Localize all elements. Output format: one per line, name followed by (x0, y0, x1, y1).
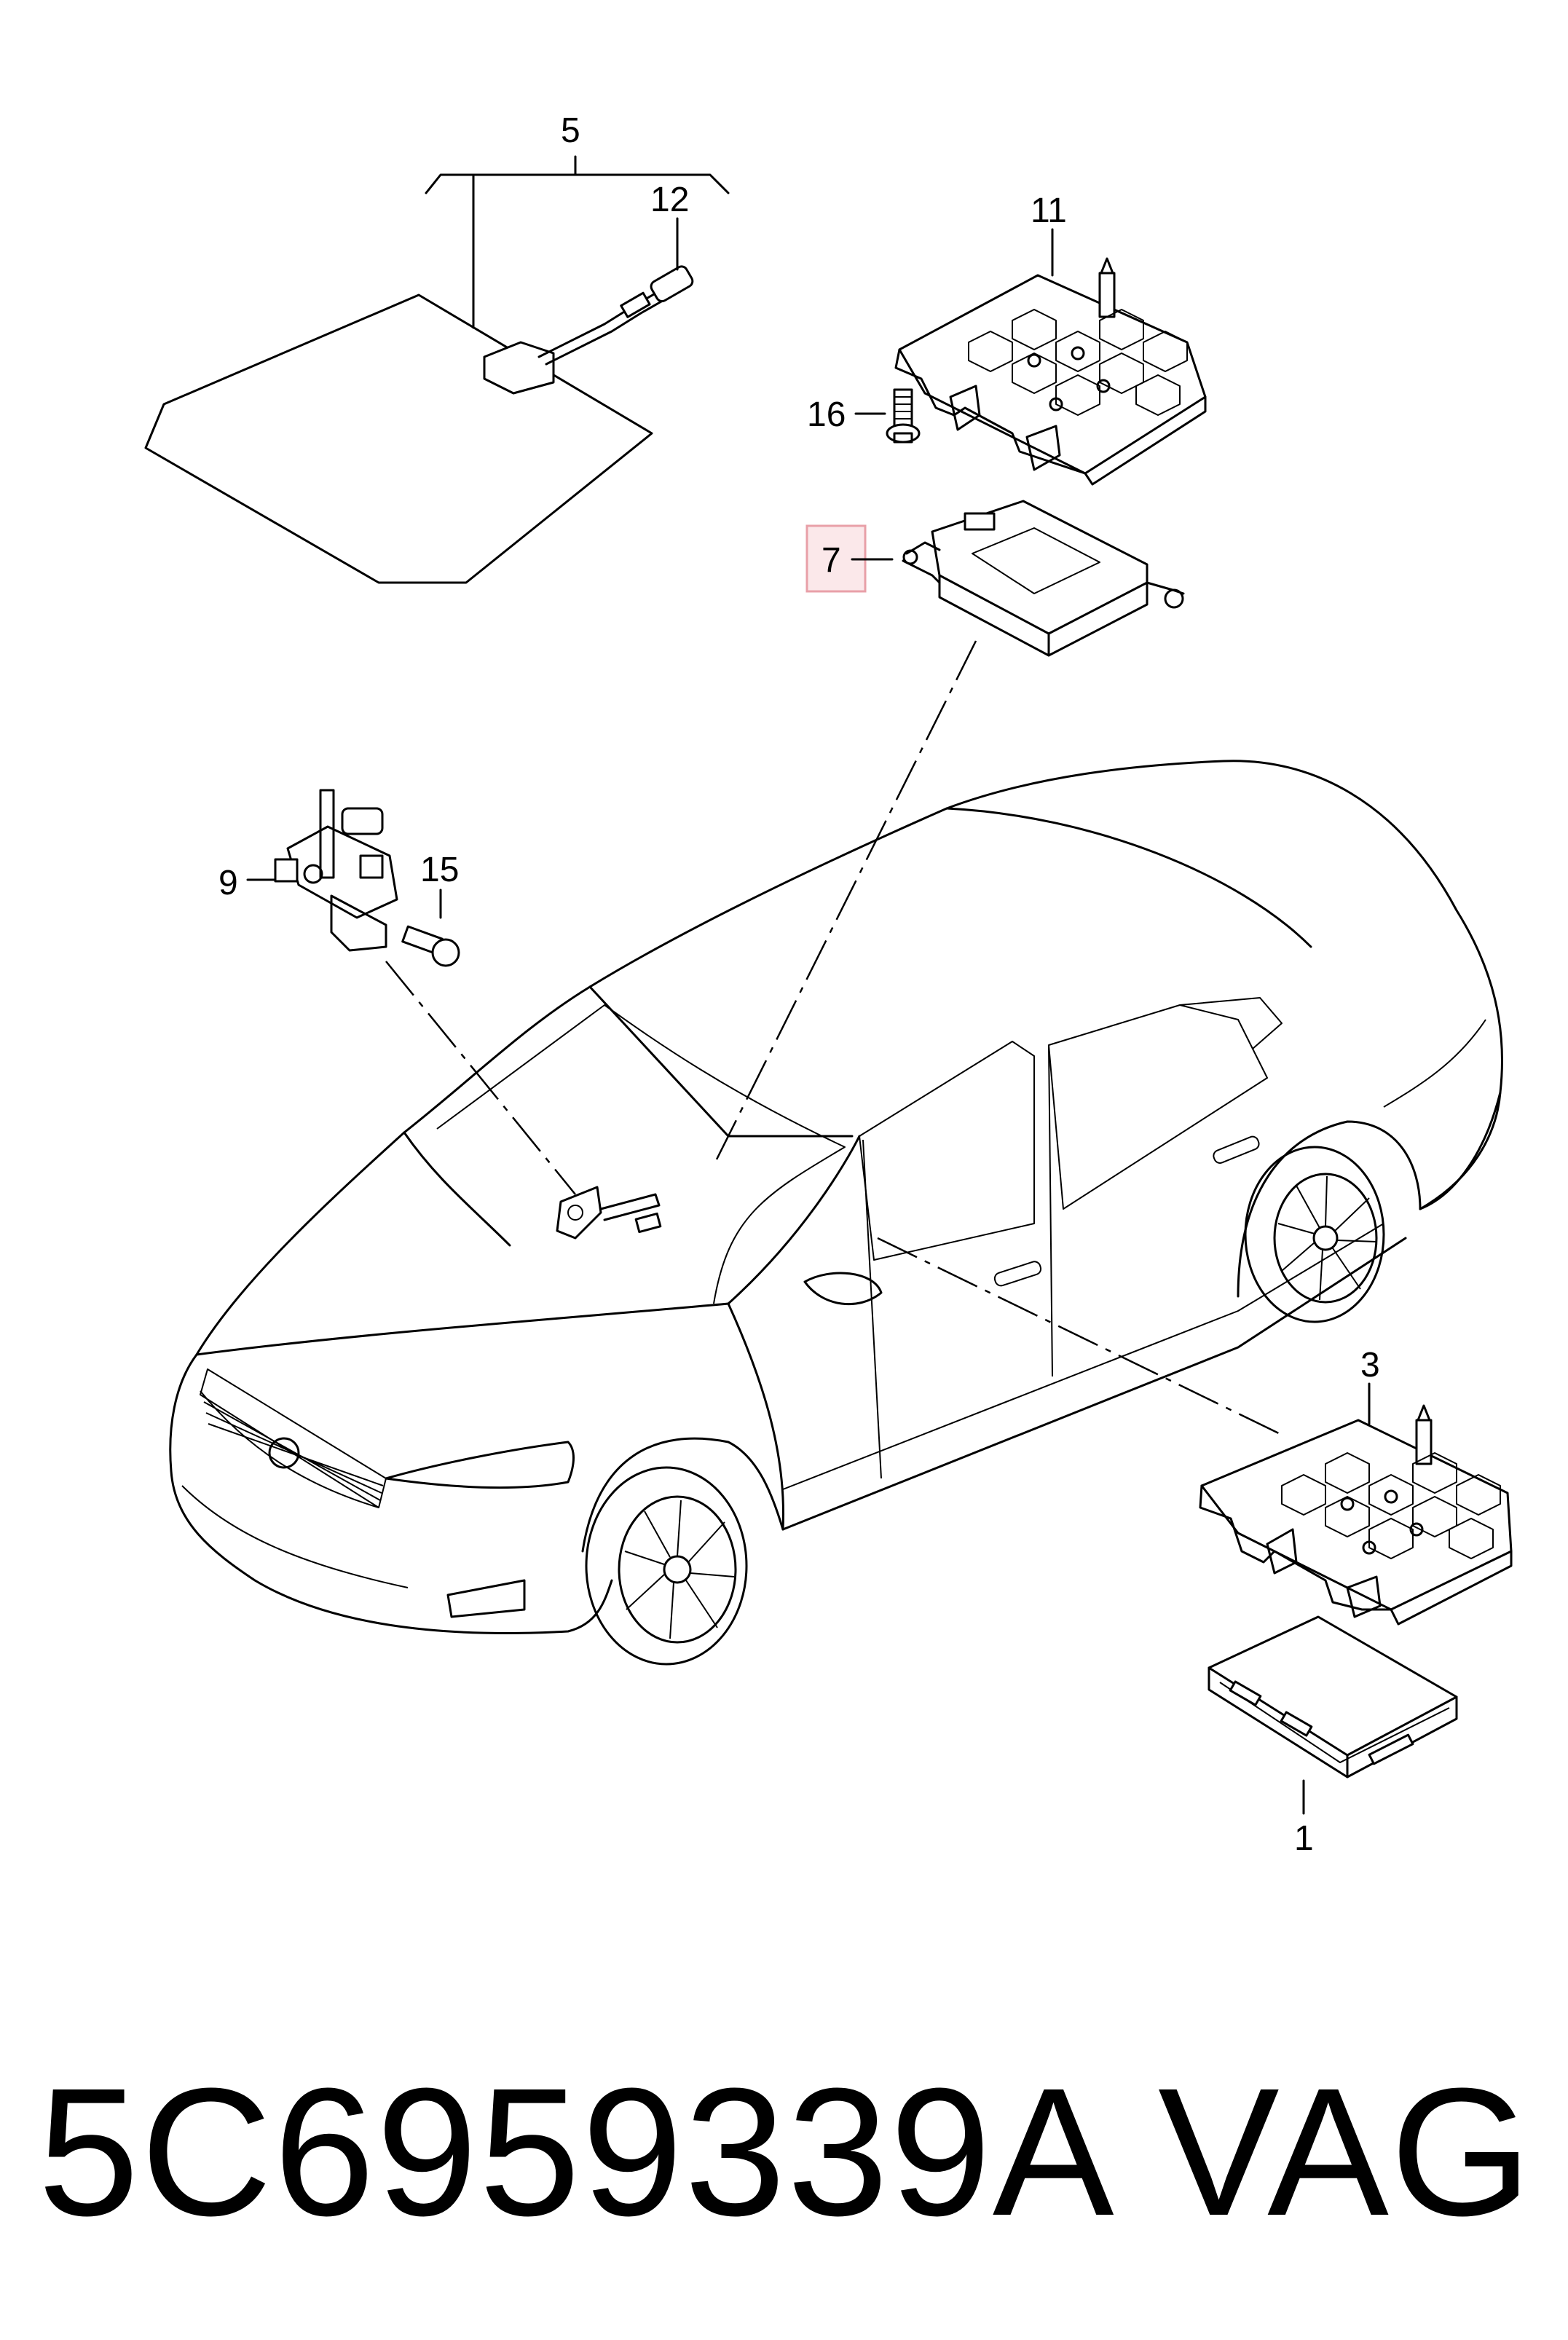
part-number: 5C6959339A (38, 2050, 1116, 2253)
bolt-16 (854, 388, 921, 444)
car-illustration (169, 760, 1503, 1666)
bracket-11 (894, 228, 1207, 486)
callout-15: 15 (420, 851, 459, 889)
leader-9 (385, 961, 576, 1195)
control-unit-1 (1207, 1615, 1458, 1815)
callout-16: 16 (807, 395, 846, 434)
leader-3 (877, 1237, 1283, 1436)
bolt-15 (401, 889, 460, 967)
seat-sensor-mat (144, 155, 730, 584)
callout-3: 3 (1360, 1346, 1380, 1384)
callout-12: 12 (650, 181, 689, 219)
control-module-7 (902, 500, 1185, 657)
bracket-3 (1199, 1382, 1513, 1626)
leader-7 (712, 640, 977, 1166)
brand-label: VAG (1158, 2050, 1534, 2253)
callout-7[interactable]: 7 (822, 541, 841, 580)
callout-5: 5 (561, 111, 580, 150)
callout-9: 9 (218, 864, 238, 902)
callout-11: 11 (1031, 192, 1067, 230)
callout-1: 1 (1294, 1819, 1314, 1858)
sensor-9 (246, 789, 398, 952)
